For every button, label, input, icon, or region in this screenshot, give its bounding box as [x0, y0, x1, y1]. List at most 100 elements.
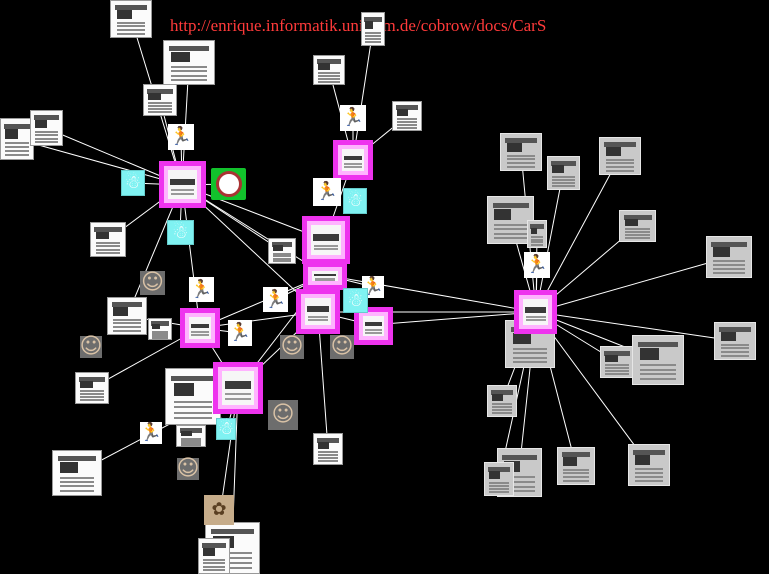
- page-thumbnail-node[interactable]: [714, 322, 756, 360]
- photo-thumbnail-icon[interactable]: ✿: [204, 495, 234, 525]
- runner-icon[interactable]: 🏃: [139, 422, 163, 444]
- thumbnail-text-line: [504, 490, 535, 493]
- thumbnail-text-line: [318, 75, 340, 78]
- page-thumbnail-node[interactable]: [361, 12, 385, 46]
- thumbnail-text-line: [225, 393, 251, 396]
- page-thumbnail-node[interactable]: [487, 385, 517, 417]
- page-thumbnail-node[interactable]: [313, 433, 343, 465]
- thumbnail-text-line: [494, 228, 527, 231]
- runner-icon[interactable]: 🏃: [263, 287, 288, 312]
- thumbnail-image: [171, 52, 190, 63]
- page-thumbnail-node[interactable]: [599, 137, 641, 175]
- runner-icon[interactable]: 🏃: [340, 105, 366, 131]
- face-photo-icon[interactable]: ☺: [280, 334, 304, 359]
- page-thumbnail-node[interactable]: [163, 40, 215, 85]
- thumbnail-text-line: [314, 278, 336, 281]
- thumbnail-heading: [604, 350, 630, 356]
- page-thumbnail-node[interactable]: [52, 450, 102, 496]
- page-thumbnail-node[interactable]: [547, 156, 580, 190]
- face-photo-icon[interactable]: ☺: [176, 456, 200, 481]
- page-thumbnail-node[interactable]: [165, 368, 221, 425]
- thumbnail-text-line: [59, 476, 95, 479]
- snowman-icon[interactable]: ☃: [167, 220, 194, 245]
- page-thumbnail-node[interactable]: [107, 297, 147, 335]
- highlighted-page-node[interactable]: [180, 308, 220, 348]
- thumbnail-image: [563, 457, 577, 466]
- thumbnail-image-strip: [307, 306, 329, 313]
- highlighted-page-node[interactable]: [296, 289, 340, 334]
- page-thumbnail-node[interactable]: [484, 462, 514, 496]
- thumbnail-text-line: [504, 480, 535, 483]
- highlighted-page-node[interactable]: [354, 307, 393, 345]
- page-thumbnail-node[interactable]: [632, 335, 684, 385]
- runner-icon[interactable]: 🏃: [189, 277, 214, 302]
- snowman-icon[interactable]: ☃: [343, 288, 368, 313]
- page-thumbnail-node[interactable]: [75, 372, 109, 404]
- face-photo-icon[interactable]: ☺: [79, 334, 103, 359]
- thumbnail-image: [95, 231, 109, 240]
- thumbnail-text-line: [5, 142, 29, 145]
- thumbnail-image: [605, 147, 621, 156]
- thumbnail-heading: [111, 302, 143, 308]
- thumbnail-text-line: [171, 74, 207, 77]
- page-thumbnail-node[interactable]: [706, 236, 752, 278]
- snowman-icon[interactable]: ☃: [121, 170, 145, 196]
- thumbnail-text-line: [180, 443, 202, 446]
- thumbnail-text-line: [504, 476, 535, 479]
- page-thumbnail-node[interactable]: [148, 318, 172, 340]
- thumbnail-text-line: [640, 378, 676, 381]
- page-thumbnail-node[interactable]: [143, 84, 177, 116]
- page-thumbnail-node[interactable]: [487, 196, 534, 244]
- thumbnail-heading: [561, 452, 591, 458]
- page-thumbnail-node[interactable]: [176, 425, 206, 447]
- face-photo-icon[interactable]: ☺: [140, 270, 165, 295]
- highlighted-page-node[interactable]: [333, 140, 373, 180]
- thumbnail-text-line: [307, 319, 329, 322]
- page-thumbnail-node[interactable]: [198, 538, 230, 574]
- page-thumbnail-node[interactable]: [527, 220, 547, 248]
- page-thumbnail-node[interactable]: [0, 118, 34, 160]
- thumbnail-heading: [395, 105, 419, 111]
- page-thumbnail-node[interactable]: [268, 238, 296, 264]
- thumbnail-image: [488, 471, 500, 479]
- thumbnail-image: [494, 208, 512, 220]
- thumbnail-heading: [151, 321, 169, 327]
- snowman-icon[interactable]: ☃: [343, 188, 367, 214]
- link-edge: [16, 138, 183, 186]
- thumbnail-text-line: [171, 65, 207, 68]
- thumbnail-text-line: [180, 437, 202, 440]
- green-logo-icon[interactable]: [211, 168, 246, 200]
- runner-icon[interactable]: 🏃: [168, 124, 194, 150]
- thumbnail-text-line: [173, 411, 213, 414]
- highlighted-page-node[interactable]: [213, 362, 263, 414]
- page-thumbnail-node[interactable]: [110, 0, 152, 38]
- page-thumbnail-node[interactable]: [557, 447, 595, 485]
- snowman-icon[interactable]: ☃: [216, 418, 236, 440]
- thumbnail-image-strip: [313, 234, 339, 241]
- thumbnail-image: [59, 462, 78, 473]
- page-thumbnail: [305, 298, 331, 325]
- face-photo-icon[interactable]: ☺: [268, 400, 298, 430]
- runner-icon[interactable]: 🏃: [313, 178, 341, 206]
- page-thumbnail-node[interactable]: [392, 101, 422, 131]
- thumbnail-text-line: [59, 485, 95, 488]
- thumbnail-text-line: [563, 479, 589, 482]
- page-thumbnail-node[interactable]: [628, 444, 670, 486]
- page-thumbnail-node[interactable]: [619, 210, 656, 242]
- face-photo-icon[interactable]: ☺: [330, 334, 354, 359]
- highlighted-page-node[interactable]: [159, 161, 206, 208]
- page-thumbnail-node[interactable]: [600, 346, 634, 378]
- thumbnail-image: [396, 109, 408, 116]
- highlighted-page-node[interactable]: [302, 216, 350, 264]
- runner-icon[interactable]: 🏃: [524, 252, 550, 278]
- page-thumbnail: [342, 149, 364, 171]
- highlighted-page-node[interactable]: [303, 262, 347, 290]
- thumbnail-text-line: [713, 264, 745, 267]
- page-thumbnail-node[interactable]: [313, 55, 345, 85]
- page-thumbnail-node[interactable]: [500, 133, 542, 171]
- page-thumbnail-node[interactable]: [30, 110, 63, 146]
- page-thumbnail-node[interactable]: [90, 222, 126, 257]
- thumbnail-image: [365, 21, 374, 29]
- highlighted-page-node[interactable]: [514, 290, 557, 334]
- runner-icon[interactable]: 🏃: [228, 320, 252, 346]
